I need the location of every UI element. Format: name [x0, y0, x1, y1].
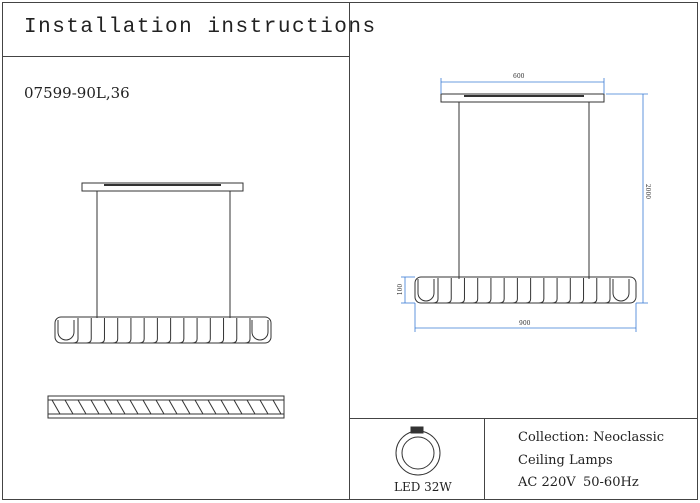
bottom-view-lamp [47, 395, 285, 419]
rib [64, 399, 74, 415]
rib [459, 278, 465, 304]
rib [446, 278, 452, 304]
rib [244, 318, 251, 344]
rib [129, 399, 139, 415]
dimension-lines [401, 78, 648, 332]
dimension-label-height: 2000 [644, 183, 652, 200]
rib [272, 399, 282, 415]
title-divider [2, 56, 350, 57]
vertical-divider [349, 2, 350, 500]
rib [231, 318, 238, 344]
rib [152, 318, 158, 344]
rib [139, 318, 145, 344]
rib [194, 399, 204, 415]
dimension-label-width-body: 900 [519, 320, 531, 327]
led-ring-icon [395, 426, 441, 476]
rib [218, 318, 225, 344]
canopy [440, 93, 605, 103]
rib [207, 399, 217, 415]
spec-divider [349, 418, 698, 419]
rib [499, 278, 505, 304]
rib [205, 318, 211, 344]
rib [552, 278, 558, 304]
dimensioned-lamp [414, 93, 637, 304]
rib [99, 318, 105, 344]
rib [604, 278, 611, 304]
rib [192, 318, 198, 344]
lamp-body [54, 316, 272, 344]
model-number: 07599-90L,36 [24, 84, 130, 102]
rib [259, 399, 269, 415]
rib [103, 399, 113, 415]
rib [525, 278, 532, 304]
rib [578, 278, 585, 304]
rib [112, 318, 119, 344]
page-title: Installation instructions [24, 16, 377, 39]
rib [168, 399, 178, 415]
rib [233, 399, 243, 415]
rib [538, 278, 545, 304]
rib [565, 278, 571, 304]
dimension-label-body-height: 100 [397, 283, 405, 296]
frequency-label: 50-60Hz [583, 475, 639, 490]
collection-label: Collection: Neoclassic [518, 430, 665, 445]
power-label: LED 32W [394, 480, 452, 494]
type-label: Ceiling Lamps [518, 453, 613, 468]
rib [591, 278, 598, 304]
rib [90, 399, 100, 415]
dimension-label-width-top: 600 [513, 73, 525, 80]
rib [472, 278, 479, 304]
rib [432, 278, 439, 304]
front-view-lamp [54, 182, 272, 344]
rib [86, 318, 92, 344]
lamp-body [414, 276, 637, 304]
rib [72, 318, 79, 344]
rib [512, 278, 518, 304]
rib [485, 278, 492, 304]
rib [165, 318, 172, 344]
rib [220, 399, 230, 415]
rib [246, 399, 256, 415]
rib [116, 399, 126, 415]
rib [142, 399, 152, 415]
rib [51, 399, 61, 415]
canopy [81, 182, 244, 192]
rib [125, 318, 132, 344]
rib [155, 399, 165, 415]
spec-column-divider [484, 418, 485, 500]
rib [181, 399, 191, 415]
rib [178, 318, 185, 344]
voltage-label: AC 220V [518, 475, 576, 490]
rib [77, 399, 87, 415]
